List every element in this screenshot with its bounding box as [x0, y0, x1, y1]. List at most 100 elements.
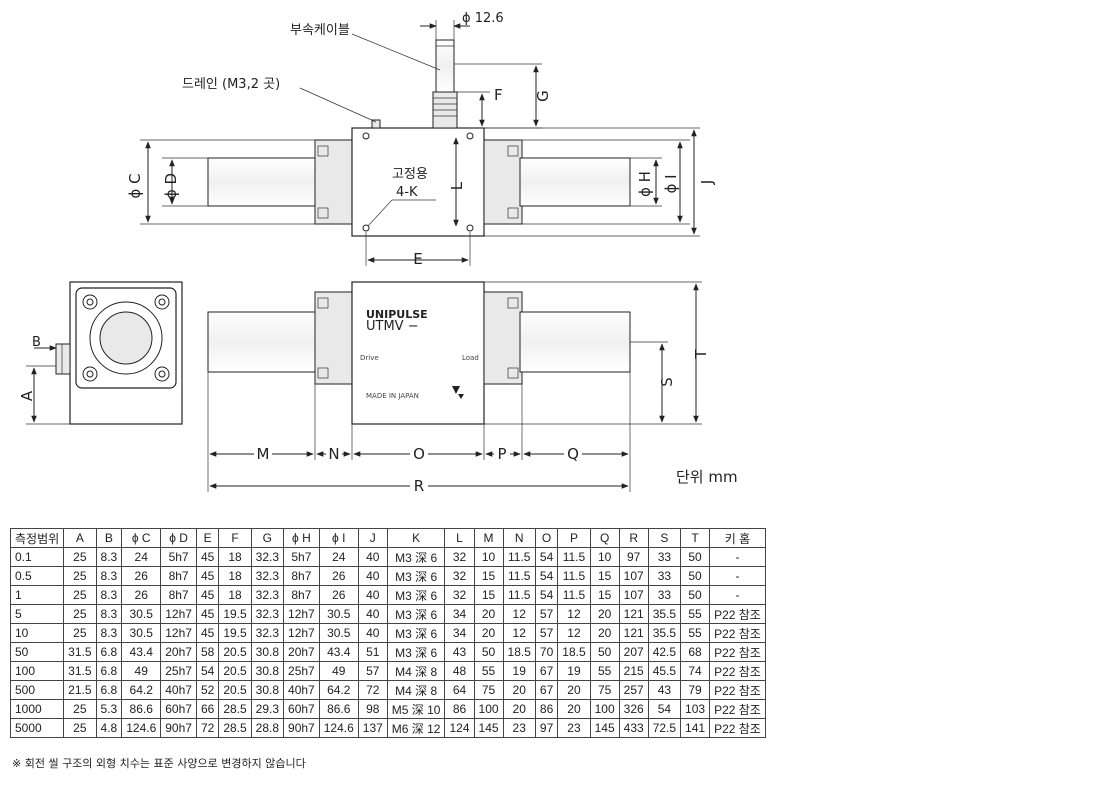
footnote: ※ 회전 씰 구조의 외형 치수는 표준 사양으로 변경하지 않습니다 — [12, 757, 306, 770]
table-cell: 26 — [121, 585, 162, 605]
table-cell: 30.5 — [318, 623, 359, 643]
table-header-cell: J — [357, 528, 388, 548]
table-cell: 124 — [444, 718, 475, 738]
table-header-cell: S — [647, 528, 682, 548]
dim-N-label: N — [328, 445, 339, 463]
table-cell: 25 — [63, 718, 97, 738]
table-cell: 33 — [647, 585, 682, 605]
table-cell: 75 — [589, 680, 620, 700]
table-cell: 50 — [680, 585, 711, 605]
table-cell: 23 — [502, 718, 536, 738]
table-cell: 5.3 — [95, 699, 123, 719]
table-cell: M3 深 6 — [386, 566, 446, 586]
table-cell: M3 深 6 — [386, 623, 446, 643]
table-cell: 64.2 — [121, 680, 162, 700]
table-header-cell: B — [95, 528, 123, 548]
table-cell: 45 — [195, 623, 220, 643]
table-cell: 8.3 — [95, 566, 123, 586]
table-header-cell: Q — [589, 528, 620, 548]
table-header-cell: L — [444, 528, 475, 548]
unit-label: 단위 mm — [676, 468, 738, 486]
table-cell: 12 — [557, 623, 591, 643]
table-cell: 20 — [557, 680, 591, 700]
table-header-cell: T — [680, 528, 711, 548]
table-cell: M3 深 6 — [386, 642, 446, 662]
table-cell: 98 — [357, 699, 388, 719]
table-cell: 54 — [534, 547, 559, 567]
table-cell: 145 — [473, 718, 504, 738]
table-cell: 20h7 — [160, 642, 197, 662]
front-right-shaft — [519, 311, 631, 373]
table-cell: 40h7 — [283, 680, 320, 700]
table-cell: 18 — [218, 547, 252, 567]
front-view: UNIPULSE UTMV − Drive Load MADE IN JAPAN… — [207, 281, 710, 495]
table-cell: 79 — [680, 680, 711, 700]
table-cell: 11.5 — [502, 585, 536, 605]
table-cell: 30.8 — [250, 661, 285, 681]
table-cell: 25 — [63, 547, 97, 567]
table-cell: 15 — [473, 566, 504, 586]
table-cell: 33 — [647, 547, 682, 567]
table-cell: 45 — [195, 547, 220, 567]
dim-Q-label: Q — [567, 445, 579, 463]
table-cell: 50 — [473, 642, 504, 662]
table-cell: 45.5 — [647, 661, 682, 681]
table-cell: 28.5 — [218, 699, 252, 719]
table-cell: 5h7 — [283, 547, 320, 567]
table-cell: 11.5 — [502, 566, 536, 586]
table-cell: 68 — [680, 642, 711, 662]
table-cell: 11.5 — [557, 585, 591, 605]
table-cell: 74 — [680, 661, 711, 681]
table-cell: 20h7 — [283, 642, 320, 662]
table-cell: 107 — [618, 585, 649, 605]
table-cell: 100 — [589, 699, 620, 719]
table-cell: 64.2 — [318, 680, 359, 700]
fixing-spec: 4-K — [396, 185, 418, 200]
front-left-flange — [314, 291, 354, 385]
table-header-cell: 키 홈 — [709, 528, 766, 548]
fixing-label: 고정용 — [392, 167, 428, 182]
table-cell: 75 — [473, 680, 504, 700]
table-cell: 90h7 — [160, 718, 197, 738]
front-right-flange — [483, 291, 523, 385]
table-cell: 19.5 — [218, 604, 252, 624]
table-cell: 20 — [473, 623, 504, 643]
table-cell: 25 — [63, 699, 97, 719]
table-cell: 20.5 — [218, 661, 252, 681]
side-view: B A — [18, 281, 183, 425]
table-cell: 100 — [473, 699, 504, 719]
table-cell: 50 — [9, 642, 65, 662]
table-cell: 5 — [9, 604, 65, 624]
table-cell: 28.8 — [250, 718, 285, 738]
table-cell: 35.5 — [647, 623, 682, 643]
dim-P-label: P — [497, 445, 506, 463]
table-cell: 4.8 — [95, 718, 123, 738]
table-cell: 24 — [121, 547, 162, 567]
table-cell: 55 — [473, 661, 504, 681]
table-cell: 5h7 — [160, 547, 197, 567]
table-cell: 32 — [444, 585, 475, 605]
table-cell: 19 — [502, 661, 536, 681]
table-cell: 8.3 — [95, 623, 123, 643]
table-cell: 86.6 — [318, 699, 359, 719]
table-cell: 45 — [195, 585, 220, 605]
table-cell: 26 — [318, 585, 359, 605]
table-cell: 12h7 — [283, 604, 320, 624]
table-cell: 326 — [618, 699, 649, 719]
table-cell: 23 — [557, 718, 591, 738]
table-cell: 215 — [618, 661, 649, 681]
table-header-cell: F — [218, 528, 252, 548]
table-cell: 55 — [680, 623, 711, 643]
table-cell: 12h7 — [160, 623, 197, 643]
table-cell: 15 — [589, 585, 620, 605]
table-cell: 64 — [444, 680, 475, 700]
table-cell: 30.5 — [318, 604, 359, 624]
table-cell: 58 — [195, 642, 220, 662]
dim-S-label: S — [658, 377, 676, 387]
table-cell: 20.5 — [218, 680, 252, 700]
table-cell: 11.5 — [502, 547, 536, 567]
